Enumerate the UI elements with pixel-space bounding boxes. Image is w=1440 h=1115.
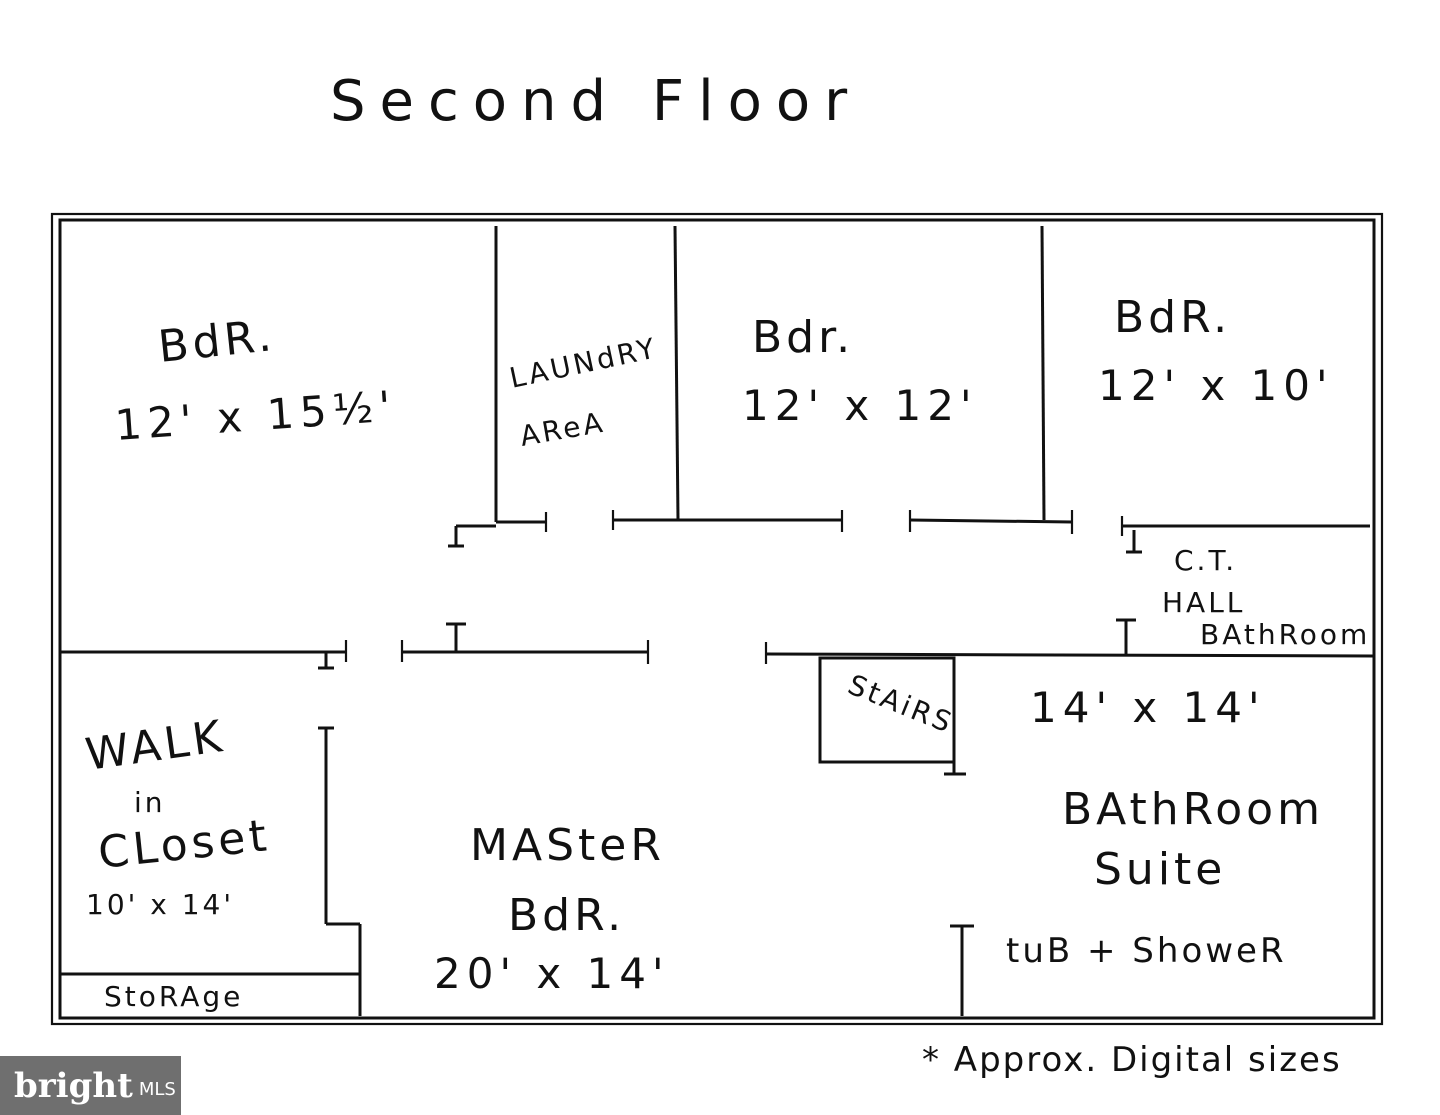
closet-line1: WALK xyxy=(82,711,228,781)
interior-walls xyxy=(60,225,1375,1016)
closet-line3: CLoset xyxy=(96,810,273,879)
bedroom3-label: BdR. xyxy=(1114,292,1231,343)
watermark-brand: bright xyxy=(14,1065,133,1106)
hall-bath-line2: HALL xyxy=(1162,586,1245,619)
bath-suite-size: 14' x 14' xyxy=(1030,683,1266,732)
master-size: 20' x 14' xyxy=(434,949,670,998)
bedroom2-size: 12' x 12' xyxy=(742,381,978,430)
exterior-walls xyxy=(50,212,1384,1026)
hall-bath-line3: BAthRoom xyxy=(1200,618,1370,651)
bedroom2-label: Bdr. xyxy=(752,312,854,363)
bath-suite-line3: tuB + ShoweR xyxy=(1006,931,1287,971)
closet-size: 10' x 14' xyxy=(86,888,234,921)
floor-title: Second Floor xyxy=(330,69,861,134)
bath-suite-line2: Suite xyxy=(1094,844,1226,895)
stairs-label: StAiRS xyxy=(843,668,958,740)
bedroom1-size: 12' x 15½' xyxy=(113,381,398,450)
closet-line2: in xyxy=(134,786,166,819)
mls-watermark: bright MLS xyxy=(0,1056,181,1115)
hall-bath-line1: C.T. xyxy=(1174,544,1237,577)
master-line1: MASteR xyxy=(470,820,665,871)
watermark-suffix: MLS xyxy=(138,1079,176,1100)
bedroom3-size: 12' x 10' xyxy=(1098,361,1334,410)
storage-label: StoRAge xyxy=(104,980,243,1013)
master-line2: BdR. xyxy=(508,890,625,941)
laundry-label-line2: AReA xyxy=(517,406,607,453)
bath-suite-line1: BAthRoom xyxy=(1062,784,1324,835)
footnote: * Approx. Digital sizes xyxy=(922,1040,1342,1080)
bedroom1-label: BdR. xyxy=(156,310,278,373)
laundry-label-line1: LAUNdRY xyxy=(507,331,661,395)
